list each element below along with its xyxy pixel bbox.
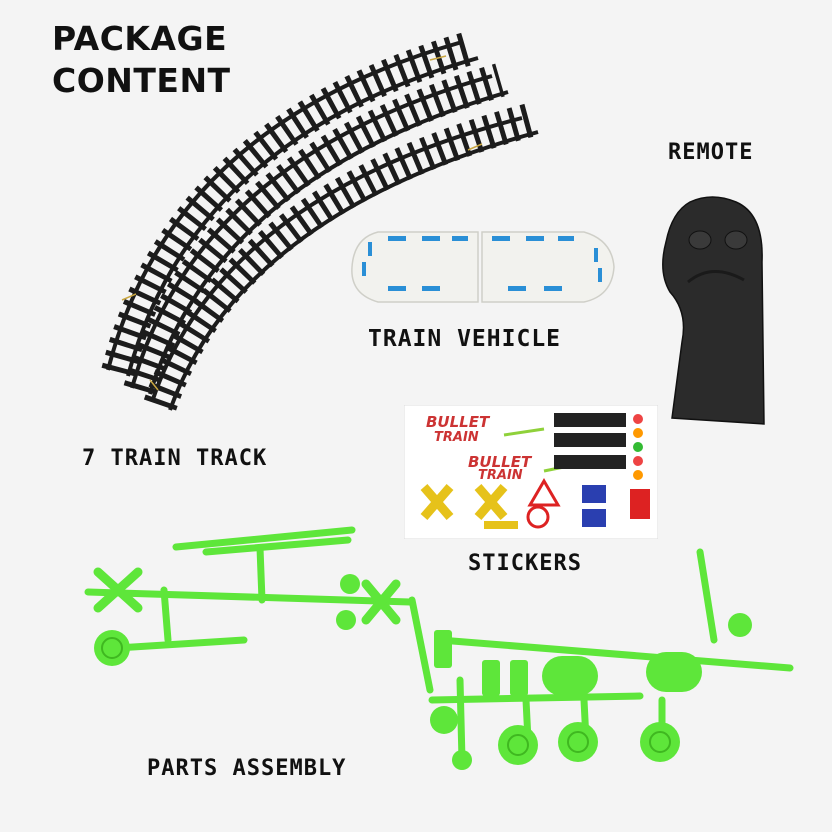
sticker-logo-2: BULLET xyxy=(468,453,533,471)
remote-label: REMOTE xyxy=(668,140,754,165)
train-vehicle-label: TRAIN VEHICLE xyxy=(368,326,562,352)
sticker-sheet-image: BULLET TRAIN BULLET TRAIN xyxy=(404,405,658,539)
parts-assembly-label: PARTS ASSEMBLY xyxy=(147,756,347,781)
title-line-2: CONTENT xyxy=(52,61,231,100)
train-vehicle-image xyxy=(351,231,615,303)
sticker-logo-1: BULLET xyxy=(426,413,491,431)
sticker-logo-1b: TRAIN xyxy=(434,430,479,445)
stickers-label: STICKERS xyxy=(468,551,582,576)
title-line-1: PACKAGE xyxy=(52,19,228,58)
sticker-logo-2b: TRAIN xyxy=(478,468,523,483)
package-content-title: PACKAGE CONTENT xyxy=(52,18,231,102)
remote-image xyxy=(662,196,765,425)
train-track-label: 7 TRAIN TRACK xyxy=(82,446,268,471)
